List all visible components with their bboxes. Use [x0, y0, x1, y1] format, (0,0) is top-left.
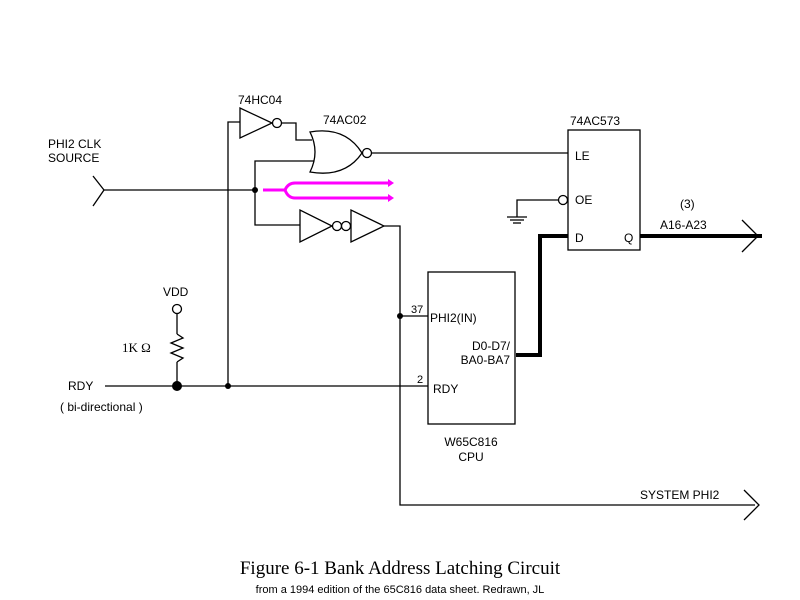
nor-part-label: 74AC02	[323, 113, 367, 127]
highlight-arrow-lower	[283, 189, 388, 200]
address-output-bus: (3) A16-A23	[640, 197, 762, 253]
inverter-bubble	[271, 117, 283, 129]
system-phi2-arrow-chevron	[743, 489, 760, 521]
latch-part-label: 74AC573	[570, 114, 620, 128]
clock-to-buffer-wire	[254, 190, 300, 226]
cpu-w65c816: 37 PHI2(IN) D0-D7/ BA0-BA7 2 RDY W65C816…	[397, 271, 516, 464]
highlight-fork-arrows	[263, 179, 394, 202]
cpu-data-pin-label-line2: BA0-BA7	[461, 353, 511, 367]
figure-title: Figure 6-1 Bank Address Latching Circuit	[240, 558, 561, 579]
clock-to-nor-wire	[254, 160, 314, 190]
cpu-pin-37-number: 37	[411, 304, 423, 316]
highlight-arrow-upper	[263, 181, 388, 192]
figure-subtitle: from a 1994 edition of the 65C816 data s…	[256, 584, 545, 596]
buffer-bubble-2	[340, 220, 352, 232]
resistor-value-label: 1K Ω	[122, 340, 151, 355]
buffer-inverter-2	[350, 208, 386, 244]
system-phi2-output: SYSTEM PHI2	[640, 488, 760, 521]
rdy-pullup-network: RDY ( bi-directional ) VDD 1K Ω	[60, 285, 428, 414]
phi2-clk-source: PHI2 CLK SOURCE	[48, 137, 255, 207]
cpu-data-pin-label-line1: D0-D7/	[472, 339, 511, 353]
inverter-to-nor-wire	[282, 122, 312, 141]
inverter-triangle	[239, 106, 274, 140]
rdy-branch-junction	[225, 383, 231, 389]
rdy-to-inverter-wire	[227, 121, 240, 386]
phi2-clk-label-line2: SOURCE	[48, 151, 99, 165]
highlight-arrowhead-lower	[388, 194, 394, 202]
cpu-pin-2-number: 2	[417, 374, 423, 386]
bus-address-label: A16-A23	[660, 218, 707, 232]
resistor-icon	[169, 333, 185, 363]
system-phi2-wire	[384, 225, 755, 506]
inverter-part-label: 74HC04	[238, 93, 282, 107]
oe-inversion-bubble	[557, 194, 569, 206]
latch-pin-le: LE	[575, 149, 590, 163]
latch-pin-q: Q	[624, 231, 633, 245]
phi2-junction	[397, 313, 403, 319]
cpu-pin-rdy-label: RDY	[433, 382, 458, 396]
vdd-terminal	[171, 303, 183, 315]
data-bus-cpu-to-latch	[516, 234, 568, 357]
inverter-74hc04: 74HC04	[238, 93, 312, 141]
latch-pin-d: D	[575, 231, 584, 245]
bus-width-label: (3)	[680, 197, 695, 211]
phi2-clk-label-line1: PHI2 CLK	[48, 137, 101, 151]
cpu-pin-phi2-label: PHI2(IN)	[430, 311, 477, 325]
nor-gate-bubble	[361, 147, 373, 159]
rdy-direction-note: ( bi-directional )	[60, 400, 143, 414]
nor-gate-body	[309, 130, 363, 174]
latch-body	[567, 129, 641, 251]
buffer-bubble-1	[331, 220, 343, 232]
latch-74ac573: 74AC573 LE OE D Q	[507, 114, 641, 251]
ground-icon	[507, 216, 527, 224]
system-phi2-label: SYSTEM PHI2	[640, 488, 720, 502]
cpu-part-label-line1: W65C816	[444, 435, 498, 449]
vdd-label: VDD	[163, 285, 189, 299]
rdy-signal-label: RDY	[68, 379, 93, 393]
cpu-body	[427, 271, 516, 425]
latch-pin-oe: OE	[575, 193, 592, 207]
nor-gate-74ac02: 74AC02	[254, 113, 570, 190]
clock-buffer-chain	[254, 190, 755, 506]
buffer-inverter-1	[299, 208, 334, 244]
input-connector-chevron	[92, 175, 105, 207]
oe-to-ground-wire	[516, 199, 558, 217]
cpu-part-label-line2: CPU	[458, 450, 483, 464]
highlight-arrowhead-upper	[388, 179, 394, 187]
figure-caption: Figure 6-1 Bank Address Latching Circuit…	[240, 558, 561, 596]
output-arrow-chevron	[741, 219, 759, 253]
